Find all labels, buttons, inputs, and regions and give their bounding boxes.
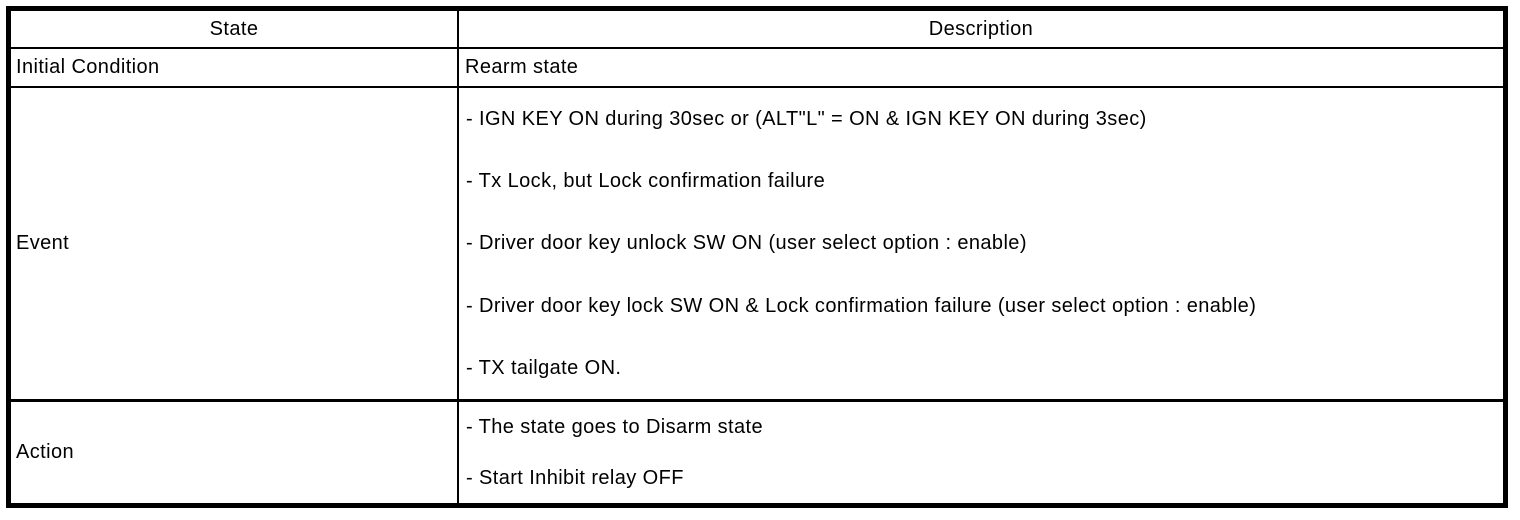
- row-event-state-cell: Event: [11, 88, 459, 402]
- row-action-description-cell: - The state goes to Disarm state - Start…: [459, 402, 1503, 503]
- header-state-label: State: [209, 17, 259, 40]
- event-item: - IGN KEY ON during 30sec or (ALT"L" = O…: [466, 108, 1147, 131]
- header-cell-description: Description: [459, 11, 1503, 49]
- state-description-table: State Description Initial Condition Rear…: [6, 6, 1508, 508]
- event-item: - Driver door key lock SW ON & Lock conf…: [466, 294, 1257, 317]
- row-initial-condition-description-cell: Rearm state: [459, 49, 1503, 88]
- action-label: Action: [16, 441, 74, 463]
- header-description-label: Description: [928, 17, 1034, 40]
- initial-condition-description: Rearm state: [465, 56, 579, 78]
- event-label: Event: [16, 232, 70, 254]
- initial-condition-label: Initial Condition: [16, 56, 160, 78]
- event-item: - TX tailgate ON.: [466, 356, 622, 379]
- event-item: - Tx Lock, but Lock confirmation failure: [466, 170, 826, 193]
- row-event-description-cell: - IGN KEY ON during 30sec or (ALT"L" = O…: [459, 88, 1503, 402]
- event-item: - Driver door key unlock SW ON (user sel…: [466, 232, 1027, 255]
- row-initial-condition-state-cell: Initial Condition: [11, 49, 459, 88]
- action-item: - Start Inhibit relay OFF: [466, 466, 684, 489]
- action-item: - The state goes to Disarm state: [466, 416, 763, 439]
- row-action-state-cell: Action: [11, 402, 459, 503]
- header-cell-state: State: [11, 11, 459, 49]
